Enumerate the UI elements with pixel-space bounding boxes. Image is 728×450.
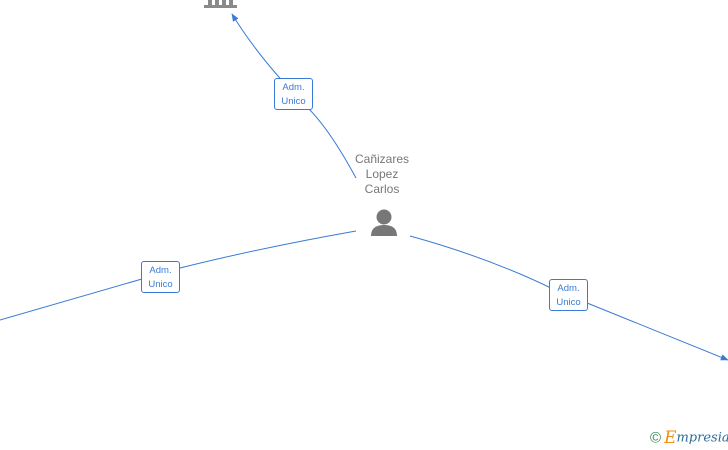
edge-label-left[interactable]: Adm. Unico (141, 261, 180, 293)
person-name-line-1: Cañizares (354, 152, 410, 166)
edge-label-role-type: Unico (556, 297, 581, 308)
edge-label-role: Adm. (149, 265, 172, 276)
person-name-label[interactable]: Cañizares Lopez Carlos (332, 152, 432, 197)
edge-label-right[interactable]: Adm. Unico (549, 279, 588, 311)
edge-label-role: Adm. (282, 82, 305, 93)
copyright-icon: © (650, 429, 662, 447)
edge-label-role-type: Unico (281, 96, 306, 107)
edge-label-role-type: Unico (148, 279, 173, 290)
brand-logo-initial: E (664, 428, 677, 448)
company-building-icon[interactable] (204, 0, 237, 8)
brand-logo-text: mpresia (676, 430, 728, 446)
edge-line-left (0, 230, 357, 321)
person-name-line-3: Carlos (364, 182, 400, 196)
person-icon[interactable] (371, 209, 397, 237)
watermark: ©Empresia (650, 428, 728, 448)
edge-label-role: Adm. (557, 283, 580, 294)
person-name-line-2: Lopez (365, 167, 399, 181)
edge-line-right (409, 235, 728, 361)
edge-label-top[interactable]: Adm. Unico (274, 78, 313, 110)
